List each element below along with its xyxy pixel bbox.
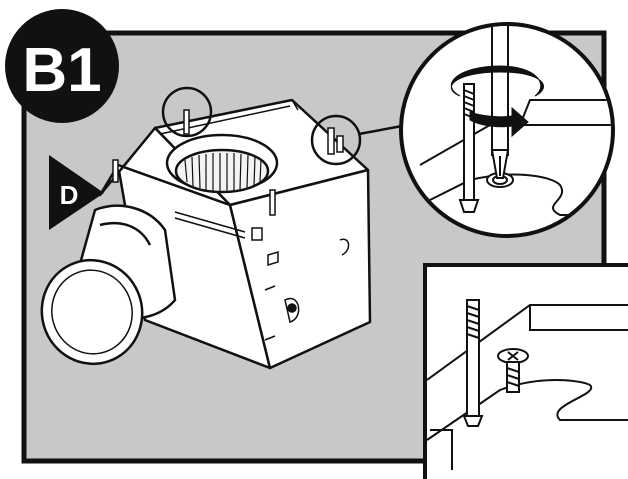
magnified-view — [399, 22, 615, 238]
mounting-pins — [112, 109, 344, 216]
callout-d: D — [49, 155, 104, 230]
highlight-circle-left — [161, 86, 213, 138]
inset-view — [423, 263, 628, 479]
leader-line — [358, 124, 403, 136]
step-label: B1 — [22, 36, 101, 105]
housing-side-details — [174, 211, 350, 341]
threaded-rod-inset — [462, 299, 484, 427]
duct-collar — [40, 204, 177, 366]
step-badge: B1 — [5, 9, 119, 123]
highlight-circle-right — [310, 114, 362, 166]
fan-housing — [98, 98, 372, 370]
screw-icon — [497, 348, 529, 393]
callout-label: D — [60, 180, 79, 210]
blower-wheel — [184, 153, 262, 192]
rotation-arrow-icon — [450, 65, 544, 138]
screwdriver-icon — [490, 26, 510, 179]
